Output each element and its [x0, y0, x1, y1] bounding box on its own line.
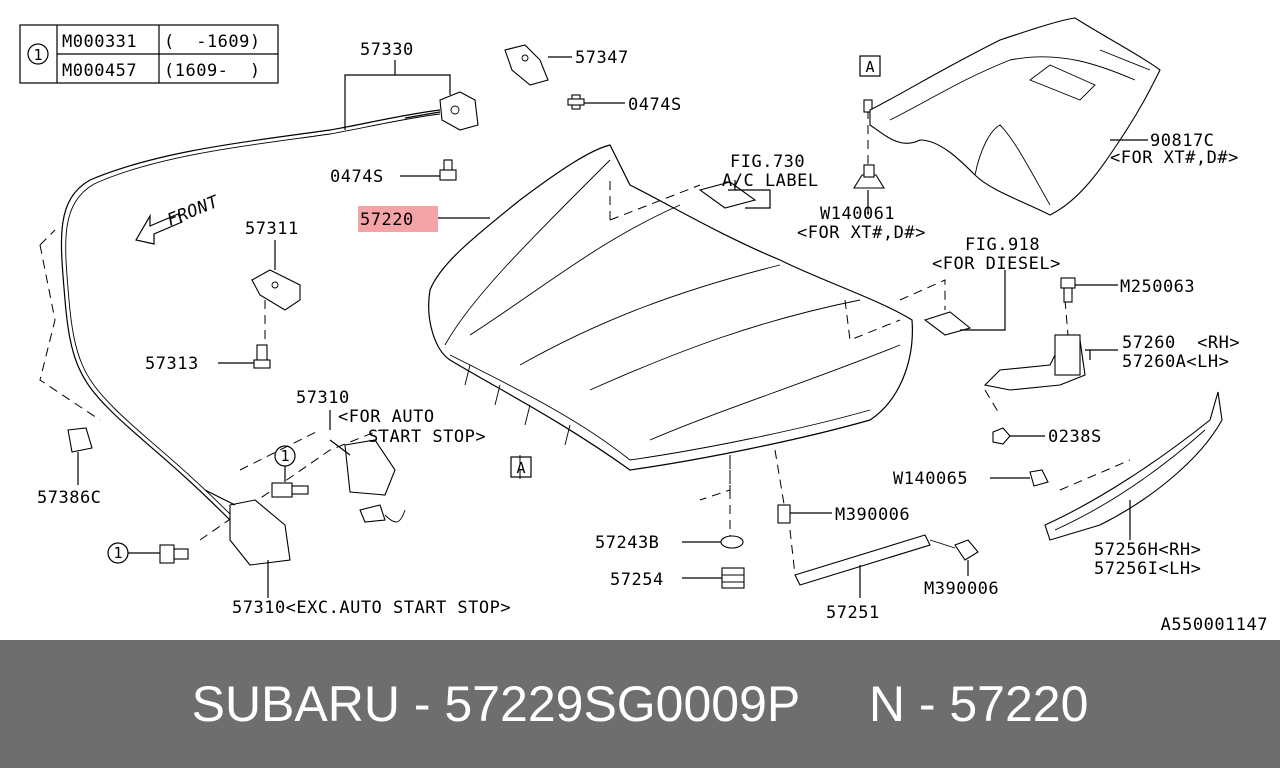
bolt-icon [107, 542, 189, 564]
svg-text:A: A [516, 459, 525, 477]
front-arrow-icon: FRONT [135, 192, 223, 245]
latch-assembly [404, 91, 479, 131]
svg-text:A: A [865, 58, 874, 76]
label-0474s-upper[interactable]: 0474S [628, 95, 682, 115]
hood-hinge [983, 334, 1118, 391]
ref-box-a-top: A [859, 55, 881, 77]
bolt-icon [218, 344, 271, 369]
bracket-57311 [251, 240, 301, 311]
parts-diagram: 1 M000331 ( -1609) M000457 (1609- ) FRON… [19, 17, 1268, 635]
label-57347[interactable]: 57347 [575, 48, 629, 68]
label-m390006-upper[interactable]: M390006 [835, 505, 910, 525]
legend-range-2: (1609- ) [164, 61, 261, 81]
hood-strut [777, 504, 979, 598]
label-w140061-note: <FOR XT#,D#> [797, 223, 926, 243]
label-w140061[interactable]: W140061 [820, 204, 895, 224]
latch-switch-manual [204, 489, 291, 598]
label-57313[interactable]: 57313 [145, 354, 199, 374]
latch-switch-auto [329, 410, 406, 523]
label-57311[interactable]: 57311 [245, 219, 299, 239]
front-label: FRONT [164, 192, 222, 231]
legend-code-1: M000331 [62, 32, 137, 52]
diagram-canvas: 1 M000331 ( -1609) M000457 (1609- ) FRON… [19, 17, 1268, 635]
highlight-57220 [358, 206, 438, 232]
callout-1-upper: 1 [280, 447, 289, 465]
legend-marker: 1 [33, 46, 42, 64]
diagram-id: A550001147 [1161, 615, 1268, 635]
label-57310-auto-note-1: <FOR AUTO [338, 407, 435, 427]
clip-icon [990, 469, 1049, 487]
label-57254[interactable]: 57254 [610, 570, 664, 590]
callout-1-lower: 1 [113, 544, 122, 562]
label-57386c[interactable]: 57386C [37, 488, 101, 508]
label-57256i-lh[interactable]: 57256I<LH> [1094, 559, 1201, 579]
bracket-57347 [504, 44, 549, 86]
release-cable [60, 60, 451, 521]
label-90817c[interactable]: 90817C [1150, 131, 1214, 151]
label-for-diesel: <FOR DIESEL> [932, 254, 1061, 274]
hood-panel [428, 144, 913, 471]
footer-part-info: SUBARU - 57229SG0009P N - 57220 [191, 676, 1089, 732]
label-0474s-lower[interactable]: 0474S [330, 167, 384, 187]
label-fig918[interactable]: FIG.918 [965, 235, 1040, 255]
ref-box-a-bottom: A [510, 456, 532, 478]
label-57330[interactable]: 57330 [360, 40, 414, 60]
label-90817c-note: <FOR XT#,D#> [1110, 148, 1239, 168]
legend-code-2: M000457 [62, 61, 137, 81]
clip-icon [853, 99, 885, 205]
label-57310-auto[interactable]: 57310 [296, 388, 350, 408]
bolt-icon [1060, 277, 1118, 303]
reference-lines [39, 110, 1131, 576]
bolt-icon [567, 94, 625, 110]
bolt-icon [400, 159, 457, 181]
clip-icon [67, 427, 93, 485]
hood-seal [1044, 391, 1223, 541]
label-57260-rh[interactable]: 57260 <RH> [1122, 333, 1240, 353]
hood-stop-cushion [682, 535, 745, 589]
label-w140065[interactable]: W140065 [893, 469, 968, 489]
label-57243b[interactable]: 57243B [595, 533, 659, 553]
label-m390006-lower[interactable]: M390006 [924, 579, 999, 599]
label-m250063[interactable]: M250063 [1120, 277, 1195, 297]
label-57260a-lh[interactable]: 57260A<LH> [1122, 352, 1229, 372]
legend-table: 1 M000331 ( -1609) M000457 (1609- ) [19, 24, 279, 84]
legend-marker-circle [27, 43, 49, 65]
leader-lines [438, 56, 1091, 360]
label-0238s[interactable]: 0238S [1048, 427, 1102, 447]
label-fig730[interactable]: FIG.730 [730, 152, 805, 172]
label-57256h-rh[interactable]: 57256H<RH> [1094, 540, 1201, 560]
label-57251[interactable]: 57251 [826, 603, 880, 623]
nut-icon [992, 427, 1045, 445]
footer-banner: SUBARU - 57229SG0009P N - 57220 [0, 640, 1280, 768]
label-ac-label: A/C LABEL [722, 171, 819, 191]
bolt-icon [271, 445, 309, 498]
ac-label-sticker [698, 181, 771, 209]
diesel-label-sticker [923, 270, 1006, 336]
hood-insulator [869, 17, 1161, 216]
label-57310-auto-note-2: START STOP> [368, 427, 486, 447]
label-57310-manual[interactable]: 57310<EXC.AUTO START STOP> [232, 598, 511, 618]
legend-range-1: ( -1609) [164, 32, 261, 52]
label-57220[interactable]: 57220 [360, 210, 414, 230]
